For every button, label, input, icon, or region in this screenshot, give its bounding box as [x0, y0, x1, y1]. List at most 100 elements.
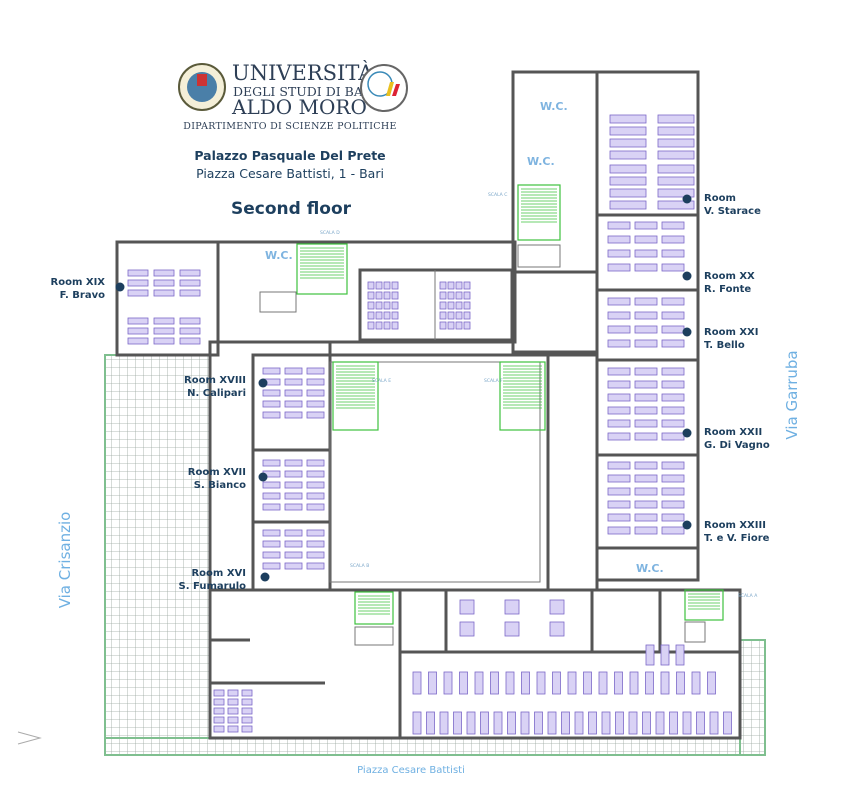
- desk: [262, 503, 281, 511]
- desk: [607, 500, 631, 509]
- desk: [179, 327, 201, 335]
- desk: [629, 671, 639, 695]
- building-walls: [115, 70, 742, 740]
- desk: [375, 291, 383, 300]
- desk: [412, 671, 422, 695]
- desk: [306, 551, 325, 559]
- room-name-xxiii: Room XXIII: [704, 520, 766, 531]
- room-marker-xx: [682, 271, 692, 281]
- desk: [634, 235, 658, 244]
- room-person-xvii: S. Bianco: [194, 480, 246, 491]
- desk: [657, 164, 695, 174]
- desk: [284, 389, 303, 397]
- desk: [609, 114, 647, 124]
- university-subtitle: DEGLI STUDI DI BARI: [233, 84, 377, 99]
- department-seal-logo: [360, 64, 408, 112]
- room-marker-xxi: [682, 327, 692, 337]
- desk: [634, 406, 658, 415]
- desk: [549, 621, 565, 637]
- room-person-xxi: T. Bello: [704, 340, 745, 351]
- desk: [634, 339, 658, 348]
- room-person-xviii: N. Calipari: [187, 388, 246, 399]
- desk: [262, 411, 281, 419]
- desk: [661, 513, 685, 522]
- stair-label-c: SCALA C: [488, 192, 507, 198]
- desk: [241, 698, 253, 706]
- desk: [227, 698, 239, 706]
- desk: [490, 671, 499, 695]
- desk: [455, 301, 463, 310]
- desk: [383, 321, 391, 330]
- desk: [227, 707, 239, 715]
- desk: [262, 492, 281, 500]
- desk: [447, 281, 455, 290]
- room-person-xix: F. Bravo: [60, 290, 105, 301]
- desk: [707, 671, 716, 695]
- desk: [284, 411, 303, 419]
- restroom-label: W.C.: [265, 249, 293, 262]
- desk: [480, 711, 489, 735]
- desk: [262, 459, 281, 467]
- desk: [367, 301, 375, 310]
- desk: [262, 481, 281, 489]
- desk: [179, 269, 201, 277]
- desk: [459, 599, 475, 615]
- desk: [439, 311, 447, 320]
- desk: [609, 200, 647, 210]
- street-via-garruba: Via Garruba: [783, 350, 801, 439]
- desk: [598, 671, 608, 695]
- desk: [439, 281, 447, 290]
- desk: [607, 526, 631, 535]
- desk: [682, 711, 692, 735]
- room-name-xxi: Room XXI: [704, 327, 758, 338]
- building-name: Palazzo Pasquale Del Prete: [194, 148, 385, 163]
- desk: [634, 526, 658, 535]
- desk: [634, 461, 658, 470]
- stair-label-a: SCALA A: [738, 593, 758, 599]
- desk: [660, 644, 670, 666]
- desk: [439, 301, 447, 310]
- desk: [661, 500, 685, 509]
- desk: [306, 562, 325, 570]
- desk: [153, 279, 175, 287]
- desk: [306, 367, 325, 375]
- desk: [634, 432, 658, 441]
- desk: [607, 419, 631, 428]
- desk: [447, 291, 455, 300]
- desk: [227, 716, 239, 724]
- desk: [588, 711, 597, 735]
- desk: [284, 503, 303, 511]
- desk: [179, 279, 201, 287]
- desk: [466, 711, 476, 735]
- desk: [306, 411, 325, 419]
- desk: [127, 327, 149, 335]
- desk: [536, 671, 546, 695]
- desk: [561, 711, 570, 735]
- desk: [609, 188, 647, 198]
- desk: [634, 500, 658, 509]
- desk: [367, 291, 375, 300]
- desk: [463, 281, 471, 290]
- desk: [661, 235, 685, 244]
- desk: [661, 325, 685, 334]
- desk: [657, 150, 695, 160]
- desk: [367, 311, 375, 320]
- desk: [284, 481, 303, 489]
- desk: [153, 337, 175, 345]
- room-marker-xix: [115, 282, 125, 292]
- desk: [459, 621, 475, 637]
- desk: [661, 526, 685, 535]
- desk: [439, 291, 447, 300]
- desk: [127, 269, 149, 277]
- desk: [661, 432, 685, 441]
- desk: [614, 671, 623, 695]
- desk: [657, 176, 695, 186]
- desk: [661, 461, 685, 470]
- desk: [284, 470, 303, 478]
- desk: [607, 393, 631, 402]
- desk: [634, 380, 658, 389]
- stair-label-d: SCALA D: [320, 230, 340, 236]
- room-name-xix: Room XIX: [51, 277, 106, 288]
- desk: [241, 707, 253, 715]
- desk: [383, 281, 391, 290]
